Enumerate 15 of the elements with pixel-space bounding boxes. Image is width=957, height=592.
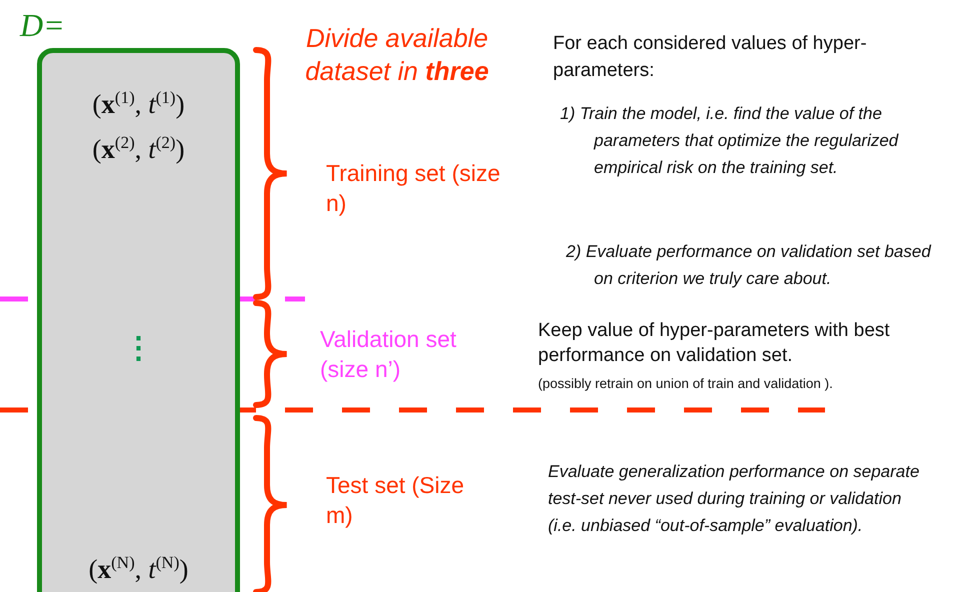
instruction-text: For each considered values of hyper-parameters: <box>553 32 868 83</box>
formula: (x$^{(N)}$, t$^{(N)}$) <box>88 553 190 585</box>
formula: (x$^{(1)}$, t$^{(1)}$) <box>91 88 186 120</box>
section-label: Validation set (size n’) <box>320 325 458 384</box>
note-text: (possibly retrain on union of train and validation ). <box>538 375 834 393</box>
dataset-symbol: D= <box>20 8 65 42</box>
instruction-text: Keep value of hyper-parameters with best performance on validation set. <box>538 319 891 368</box>
instruction-text: Evaluate generalization performance on separate test-set never used during training or validation (i.e. unbiased “out-of-sample” evaluation). <box>548 461 920 537</box>
step-text: 2) Evaluate performance on validation set based on criterion we truly care about. <box>566 241 932 290</box>
formula: (x$^{(2)}$, t$^{(2)}$) <box>91 133 186 165</box>
annotation: Divide available dataset in three <box>304 22 490 88</box>
section-label: Training set (size n) <box>326 159 502 218</box>
step-text: 1) Train the model, i.e. find the value of the parameters that optimize the regularized empirical risk on the training set. <box>560 103 900 179</box>
section-label: Test set (Size m) <box>326 471 466 530</box>
ellipsis: ⋮ <box>122 333 154 365</box>
